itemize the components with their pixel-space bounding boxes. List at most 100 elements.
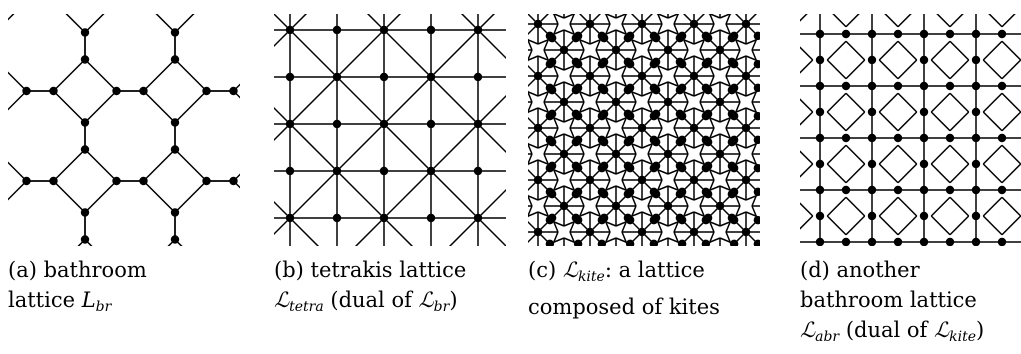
lattice-vertex: [80, 28, 90, 37]
lattice-vertex: [675, 189, 685, 199]
lattice-vertex: [815, 185, 825, 195]
lattice-edge: [274, 106, 414, 246]
lattice-vertex: [139, 86, 148, 96]
lattice-vertex: [663, 149, 673, 159]
lattice-vertex: [997, 81, 1007, 91]
lattice-vertex: [637, 71, 647, 81]
lattice-edge: [1001, 144, 1021, 165]
caption-text: (b) tetrakis lattice: [274, 258, 467, 282]
lattice-vertex: [841, 133, 851, 143]
kite-lattice-diagram: [528, 14, 760, 246]
lattice-edge: [528, 49, 533, 62]
lattice-edge: [65, 14, 86, 34]
lattice-vertex: [867, 81, 877, 91]
lattice-vertex: [599, 161, 609, 171]
subscript: abr: [815, 329, 840, 345]
subscript: br: [433, 299, 450, 315]
lattice-vertex: [741, 227, 751, 237]
lattice-edge: [528, 159, 539, 165]
lattice-edge: [8, 90, 28, 111]
lattice-vertex: [637, 19, 647, 29]
lattice-edge: [725, 14, 731, 25]
lattice-vertex: [675, 57, 685, 67]
lattice-vertex: [379, 119, 389, 129]
lattice-edge: [930, 144, 951, 165]
lattice-vertex: [867, 29, 877, 39]
lattice-vertex: [623, 57, 633, 67]
lattice-vertex: [623, 161, 633, 171]
lattice-edge: [949, 196, 970, 217]
lattice-vertex: [473, 213, 483, 223]
lattice-vertex: [753, 135, 760, 145]
lattice-vertex: [170, 55, 180, 64]
lattice-edge: [552, 14, 565, 19]
lattice-vertex: [997, 29, 1007, 39]
lattice-edge: [930, 40, 951, 61]
lattice-edge: [569, 14, 575, 25]
lattice-vertex: [379, 25, 389, 35]
subscript: tetra: [289, 299, 324, 315]
lattice-vertex: [919, 55, 929, 65]
lattice-vertex: [533, 19, 543, 29]
lattice-vertex: [332, 25, 342, 35]
lattice-vertex: [815, 107, 825, 117]
lattice-vertex: [571, 161, 581, 171]
lattice-vertex: [675, 161, 685, 171]
math-symbol: ℒ: [933, 318, 950, 342]
lattice-vertex: [139, 176, 148, 186]
lattice-edge: [448, 188, 506, 246]
lattice-vertex: [841, 29, 851, 39]
lattice-vertex: [919, 133, 929, 143]
lattice-vertex: [202, 176, 211, 186]
lattice-vertex: [597, 239, 607, 246]
lattice-vertex: [651, 109, 661, 119]
lattice-vertex: [585, 175, 595, 185]
lattice-vertex: [426, 25, 436, 35]
lattice-vertex: [689, 19, 699, 29]
lattice-edge: [8, 180, 28, 201]
lattice-vertex: [893, 237, 903, 246]
lattice-edge: [84, 90, 118, 124]
lattice-vertex: [285, 119, 295, 129]
lattice-vertex: [815, 81, 825, 91]
lattice-vertex: [571, 109, 581, 119]
lattice-vertex: [585, 71, 595, 81]
lattice-edge: [673, 14, 679, 25]
lattice-edge: [988, 14, 1003, 28]
caption-line: bathroom lattice: [800, 285, 1021, 315]
caption-line: (b) tetrakis lattice: [274, 255, 514, 285]
lattice-edge: [845, 163, 866, 184]
lattice-edge: [234, 14, 241, 33]
lattice-vertex: [971, 185, 981, 195]
lattice-vertex: [701, 83, 711, 93]
lattice-edge: [800, 163, 814, 178]
lattice-vertex: [533, 227, 543, 237]
lattice-edge: [332, 14, 506, 246]
lattice-vertex: [547, 213, 557, 223]
lattice-vertex: [971, 81, 981, 91]
lattice-vertex: [547, 161, 557, 171]
lattice-vertex: [473, 166, 483, 176]
lattice-edge: [709, 14, 715, 25]
caption-text: bathroom lattice: [800, 288, 977, 312]
caption-line: lattice Lbr: [8, 285, 248, 322]
lattice-edge: [845, 215, 866, 236]
lattice-vertex: [473, 119, 483, 129]
lattice-edge: [832, 14, 847, 28]
lattice-vertex: [867, 211, 877, 221]
lattice-edge: [897, 111, 918, 132]
lattice-edge: [800, 111, 814, 126]
subscript: kite: [949, 329, 976, 345]
lattice-edge: [845, 111, 866, 132]
lattice-edge: [354, 94, 506, 246]
lattice-edge: [949, 111, 970, 132]
lattice-vertex: [841, 185, 851, 195]
lattice-vertex: [545, 135, 555, 145]
lattice-edge: [930, 111, 951, 132]
lattice-edge: [930, 59, 951, 80]
lattice-vertex: [677, 239, 687, 246]
caption-text: (c): [528, 258, 563, 282]
lattice-edge: [878, 111, 899, 132]
